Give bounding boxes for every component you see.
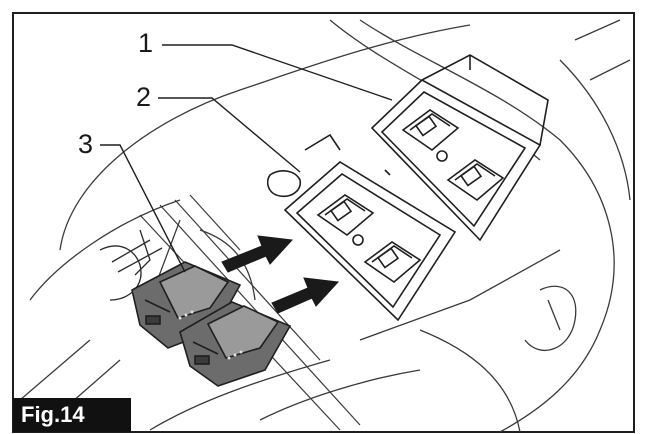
- figure-tag: Fig.14: [13, 398, 131, 432]
- battery-right: [179, 301, 292, 387]
- mower-body-outline: [19, 19, 631, 433]
- arrow-upper: [221, 235, 294, 273]
- callout-number-3: 3: [78, 129, 94, 159]
- arrow-lower: [271, 277, 340, 314]
- leader-line-2: [158, 97, 301, 173]
- callout-leader-lines: [100, 44, 393, 273]
- leader-line-3: [100, 144, 186, 273]
- latch-mechanism: [99, 229, 163, 301]
- leader-line-1: [162, 44, 393, 101]
- insertion-arrows: [221, 235, 340, 314]
- callout-number-2: 2: [136, 82, 152, 112]
- rear-battery-slot: [370, 54, 549, 242]
- front-battery-slot: [266, 133, 457, 322]
- callout-number-1: 1: [138, 28, 154, 58]
